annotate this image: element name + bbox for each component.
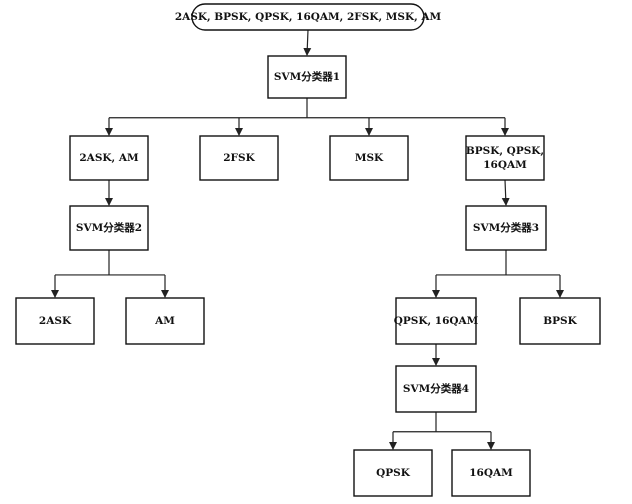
- node-box: [69, 205, 149, 251]
- node-qpsk-16qam: QPSK, 16QAM: [394, 297, 479, 345]
- node-label: QPSK, 16QAM: [394, 315, 479, 327]
- node-label: 2ASK, AM: [79, 152, 139, 164]
- node-box: [395, 365, 477, 413]
- node-box: [519, 297, 601, 345]
- node-label: BPSK, QPSK,: [466, 145, 544, 157]
- node-box: [465, 205, 547, 251]
- node-msk: MSK: [329, 135, 409, 181]
- node-root: 2ASK, BPSK, QPSK, 16QAM, 2FSK, MSK, AM: [175, 3, 442, 31]
- node-bpsk: BPSK: [519, 297, 601, 345]
- node-svm2: SVM分类器2: [69, 205, 149, 251]
- node-box: [15, 297, 95, 345]
- node-svm1: SVM分类器1: [267, 55, 347, 99]
- node-box: [465, 135, 545, 181]
- node-label: SVM分类器2: [76, 221, 142, 234]
- node-label: SVM分类器3: [473, 221, 539, 234]
- node-label: 16QAM: [469, 467, 513, 479]
- node-svm4: SVM分类器4: [395, 365, 477, 413]
- node-box: [451, 449, 531, 497]
- node-label: 2FSK: [223, 152, 255, 164]
- edges: [51, 29, 564, 450]
- node-box: [353, 449, 433, 497]
- node-box: [395, 297, 477, 345]
- node-bpsk-qpsk-16qam: BPSK, QPSK, 16QAM: [465, 135, 545, 181]
- node-svm3: SVM分类器3: [465, 205, 547, 251]
- node-label: SVM分类器1: [274, 70, 340, 83]
- node-box: [191, 3, 425, 31]
- node-qam16: 16QAM: [451, 449, 531, 497]
- edge-bpsk_qpsk_16qam-svm3: [501, 179, 510, 206]
- node-fsk2: 2FSK: [199, 135, 279, 181]
- node-label: 2ASK: [39, 315, 72, 327]
- node-ask-am: 2ASK, AM: [69, 135, 149, 181]
- node-label: QPSK: [376, 467, 411, 479]
- node-box: [69, 135, 149, 181]
- nodes: 2ASK, BPSK, QPSK, 16QAM, 2FSK, MSK, AM SV…: [15, 3, 601, 497]
- node-label: 2ASK, BPSK, QPSK, 16QAM, 2FSK, MSK, AM: [175, 11, 442, 23]
- edge-root-svm1: [303, 29, 312, 56]
- node-label: AM: [154, 315, 175, 327]
- node-label: MSK: [355, 152, 384, 164]
- node-box: [267, 55, 347, 99]
- node-ask2: 2ASK: [15, 297, 95, 345]
- node-box: [199, 135, 279, 181]
- node-box: [125, 297, 205, 345]
- node-qpsk: QPSK: [353, 449, 433, 497]
- node-label: BPSK: [543, 315, 577, 327]
- node-am: AM: [125, 297, 205, 345]
- node-box: [329, 135, 409, 181]
- node-label: SVM分类器4: [403, 382, 469, 395]
- node-label: 16QAM: [483, 159, 527, 171]
